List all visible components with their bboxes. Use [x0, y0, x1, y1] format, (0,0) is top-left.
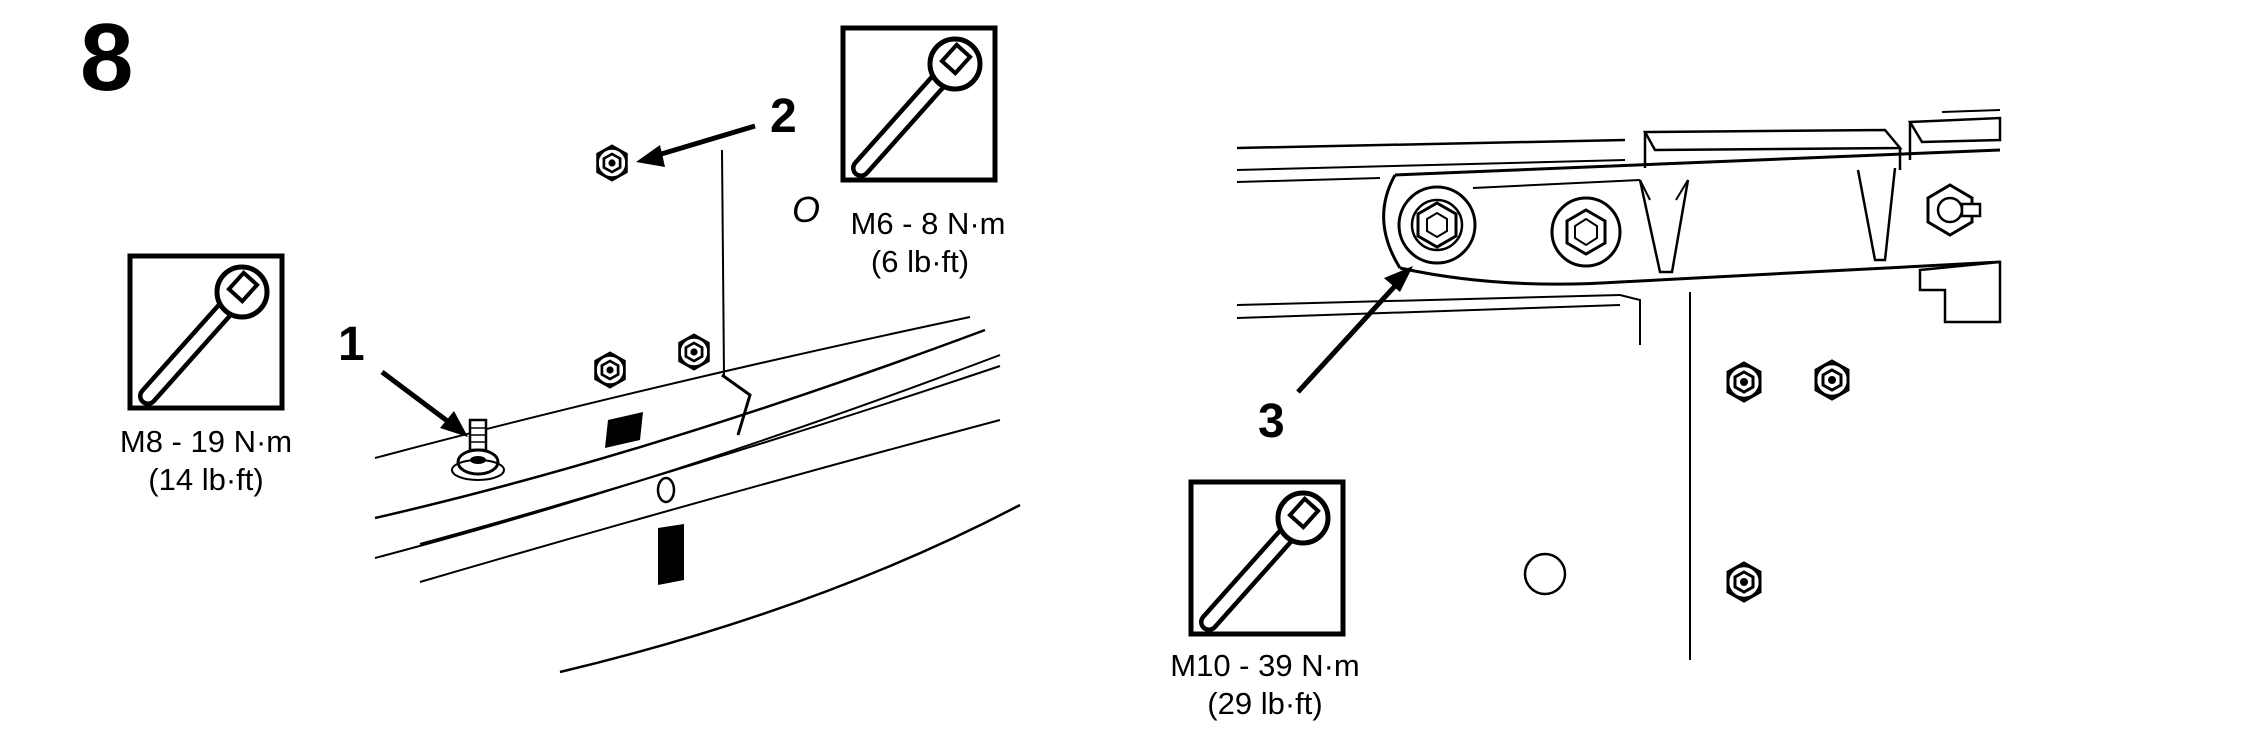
wrench-icon [843, 28, 995, 180]
right-assembly-view [1236, 109, 2002, 660]
left-assembly-view [374, 123, 1021, 674]
hex-bolt-icon [1397, 185, 1477, 265]
ring-hole [656, 476, 676, 504]
torque-m6-imperial: (6 lb·ft) [871, 244, 969, 279]
wrench-icon [1191, 482, 1343, 634]
slot-mark-upper [605, 412, 643, 448]
hex-nut-icon [1726, 361, 1762, 403]
torque-m8-metric: M8 - 19 N·m [120, 424, 292, 459]
hex-nut-icon [594, 351, 626, 389]
hex-nut-icon [1726, 561, 1762, 603]
torque-m6-metric: M6 - 8 N·m [851, 206, 1006, 241]
circle-note: O [792, 189, 820, 230]
slot-mark-lower [658, 524, 684, 585]
hex-nut-icon [596, 144, 628, 182]
wrench-icon [130, 256, 282, 408]
torque-m8-imperial: (14 lb·ft) [148, 462, 263, 497]
torque-m10-imperial: (29 lb·ft) [1207, 686, 1322, 721]
hex-bolt-icon [1550, 196, 1622, 268]
stud-bolt-icon [451, 418, 505, 481]
callout-2: 2 [770, 90, 797, 143]
hex-bolt-icon [1926, 183, 1982, 237]
round-hole [1523, 552, 1567, 596]
step-number: 8 [80, 4, 133, 111]
torque-m10-metric: M10 - 39 N·m [1170, 648, 1359, 683]
callout-1: 1 [338, 318, 365, 371]
hex-nut-icon [678, 333, 710, 371]
hex-nut-icon [1814, 359, 1850, 401]
callout-3: 3 [1258, 395, 1285, 448]
